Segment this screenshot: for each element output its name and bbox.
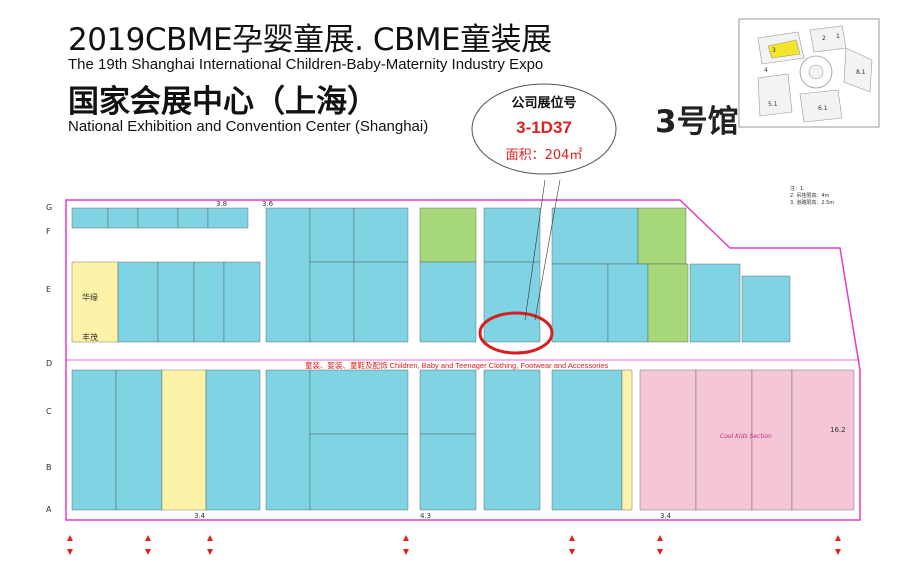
legend-line-3: 3. 道路限高：2.5m [790,200,835,206]
row-label-f: F [46,227,51,236]
venue-title-cn: 国家会展中心（上海） [68,84,378,120]
mini-label-1: 1 [836,33,840,40]
column-label-3-4-left: 3.4 [194,512,206,520]
entrance-arrows [67,535,841,555]
row-label-c: C [46,407,52,416]
column-label-3-8: 3.8 [216,200,227,208]
mini-label-2: 2 [822,35,826,42]
booth-callout-bubble [471,83,617,175]
callout-area: 面积：204㎡ [505,148,583,163]
hall-number: 3号馆 [655,104,739,140]
column-label-3-6: 3.6 [262,200,274,208]
legend-line-1: 注：1. [790,186,805,192]
venue-title-en: National Exhibition and Convention Cente… [68,118,429,135]
page-subtitle: The 19th Shanghai International Children… [68,56,544,73]
zone-label-cool-kids: Cool Kids Section [720,433,772,440]
booth-block-center-right-upper [551,207,791,343]
mini-label-4: 4 [764,67,768,74]
row-label-g: G [46,203,52,212]
mini-label-6-1: 6.1 [818,105,828,112]
row-label-a: A [46,505,52,514]
page-title: 2019CBME孕婴童展. CBME童装展 [68,22,552,58]
zone-label-huayuan: 华缘 [82,292,98,302]
mini-site-map: 3 2 1 4 8.1 5.1 6.1 [738,18,880,128]
callout-label: 公司展位号 [511,96,577,111]
booth-block-center-upper [419,207,541,343]
callout-booth-number: 3-1D37 [516,118,572,137]
row-label-d: D [46,359,52,368]
category-banner: 童装、婴装、童鞋及配饰 Children, Baby and Teenager … [305,361,609,370]
column-label-16-2: 16.2 [830,426,846,434]
legend: 注：1. 2. 吊挂限高：4m 3. 道路限高：2.5m [790,186,834,207]
booth-block-lower [71,369,855,511]
mini-label-3: 3 [772,47,776,54]
column-label-3-4-right: 3.4 [660,512,672,520]
booth-block-left-upper [71,207,311,343]
highlighted-booth-circle [478,311,554,355]
mini-label-8-1: 8.1 [856,69,866,76]
hall-floor-plan: G F E D C B A 3.8 3.6 3.4 4.3 3.4 16.2 华… [46,179,861,555]
mini-label-5-1: 5.1 [768,101,778,108]
row-label-e: E [46,285,51,294]
booth-block-center-left-upper [309,207,409,343]
row-label-b: B [46,463,52,472]
zone-label-fengmao: 丰茂 [82,332,98,342]
column-label-4-3: 4.3 [420,512,431,520]
legend-line-2: 2. 吊挂限高：4m [790,193,830,199]
